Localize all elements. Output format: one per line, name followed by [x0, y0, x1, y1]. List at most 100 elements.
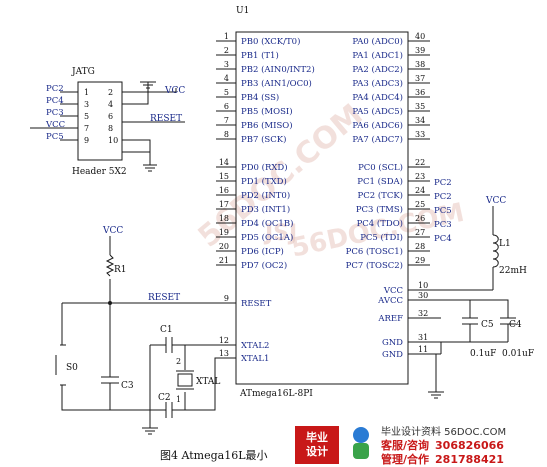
chip-pin-name: PD3 (INT1)	[241, 204, 290, 215]
jtag-net-label: PC2	[46, 84, 64, 94]
jtag-pin-number: 2	[108, 88, 113, 97]
chip-pin-name: PC5 (TDI)	[360, 232, 403, 243]
chip-pin-number: 18	[219, 214, 229, 223]
avcc-wire	[441, 299, 509, 318]
l1-label: L1	[499, 239, 511, 249]
figure-caption: 图4 Atmega16L最小	[160, 449, 268, 462]
xtal-plates	[176, 370, 194, 390]
chip-pin-name: RESET	[241, 299, 272, 309]
chip-pin-name: PB4 (SS)	[241, 92, 279, 103]
chip-pin-number: 28	[415, 242, 425, 251]
badge-line-1: 毕业	[306, 431, 328, 444]
jtag-vcc-label: VCC	[164, 86, 185, 96]
chip-pin-name: GND	[382, 350, 403, 360]
jtag-footer: Header 5X2	[72, 167, 127, 177]
chip-pin-number: 1	[224, 32, 229, 41]
chip-pin-number: 2	[224, 46, 229, 55]
gnd-pin-wire	[441, 324, 509, 343]
chip-pin-name: PA5 (ADC5)	[352, 106, 403, 117]
chip-pin-number: 19	[219, 228, 229, 237]
chip-pin-name: PD4 (OC1B)	[241, 218, 293, 229]
footer-service-key: 客服/咨询	[381, 439, 430, 452]
chip-pin-number: 14	[219, 158, 229, 167]
chip-pin-name: PB0 (XCK/T0)	[241, 36, 300, 47]
r1-label: R1	[114, 265, 127, 275]
jtag-top-gnd-icon	[140, 81, 156, 89]
chip-pin-name: PC7 (TOSC2)	[346, 260, 403, 271]
c5-label: C5	[481, 320, 494, 330]
jtag-pin-number: 10	[108, 136, 118, 145]
r1-resistor	[105, 254, 115, 277]
pc-net-label: PC3	[434, 220, 452, 230]
chip-pin-number: 21	[219, 256, 229, 265]
c5-value: 0.1uF	[470, 349, 496, 359]
vcc-r1-label: VCC	[102, 226, 123, 236]
chip-designator: U1	[236, 6, 249, 16]
chip-pin-number: 3	[224, 60, 229, 69]
c4-label: C4	[509, 320, 522, 330]
chip-pin-number: 22	[415, 158, 425, 167]
chip-pin-name: PB7 (SCK)	[241, 134, 286, 145]
chip-pin-number: 10	[418, 281, 428, 290]
chip-body	[235, 31, 409, 385]
jtag-pin-number: 1	[84, 88, 89, 97]
chip-left-pins: 1 PB0 (XCK/T0) 2 PB1 (T1) 3 PB2 (AIN0/INT2) 4P…	[216, 32, 315, 271]
chip-pin-name: GND	[382, 338, 403, 348]
chip-pin-name: XTAL1	[241, 354, 269, 364]
xtal-pin-2: 2	[176, 357, 181, 366]
chip-pin-number: 38	[415, 60, 425, 69]
mascot-icon	[353, 427, 369, 459]
chip-pin-name: PA2 (ADC2)	[352, 64, 403, 75]
chip-pin-name: PA6 (ADC6)	[352, 120, 403, 131]
jtag-pin-number: 5	[84, 112, 89, 121]
pc-net-label: PC4	[434, 234, 452, 244]
jtag-vcc-wire	[122, 88, 177, 93]
watermark-text-3: JSJ	[263, 221, 297, 246]
jtag-header-body	[77, 81, 123, 161]
chip-pin-name: PB1 (T1)	[241, 50, 279, 61]
footer-manage-value: 281788421	[435, 453, 504, 466]
c1-label: C1	[160, 325, 173, 335]
chip-pin-name: PB2 (AIN0/INT2)	[241, 64, 315, 75]
jtag-pin-number: 4	[108, 100, 113, 109]
chip-pin-number: 4	[224, 74, 229, 83]
chip-part-number: ATmega16L-8PI	[239, 389, 313, 399]
gnd11-wire	[435, 353, 441, 392]
gnd11-icon	[428, 391, 444, 399]
l1-value: 22mH	[499, 266, 527, 276]
jtag-pin-number: 6	[108, 112, 113, 121]
chip-pin-name: PB6 (MISO)	[241, 120, 293, 131]
chip-pin-number: 7	[224, 116, 229, 125]
chip-pin-name: PC3 (TMS)	[356, 204, 403, 215]
jtag-net-label: PC4	[46, 96, 64, 106]
jtag-pin-number: 9	[84, 136, 89, 145]
xtal-label: XTAL	[196, 377, 220, 387]
switch-label: S0	[66, 363, 78, 373]
c1-capacitor	[165, 337, 173, 353]
chip-pin-name: PD2 (INT0)	[241, 190, 290, 201]
jtag-net-label: PC3	[46, 108, 64, 118]
chip-pin-number: 39	[415, 46, 425, 55]
chip-pin-name: AVCC	[377, 296, 403, 306]
chip-pin-name: PA0 (ADC0)	[352, 36, 403, 47]
chip-pin-number: 15	[219, 172, 229, 181]
chip-pin-name: PC6 (TOSC1)	[346, 246, 403, 257]
chip-pin-name: PD5 (OC1A)	[241, 232, 293, 243]
chip-pin-number: 8	[224, 130, 229, 139]
chip-pin-name: PA1 (ADC1)	[352, 50, 403, 61]
jtag-reset-label: RESET	[150, 114, 182, 124]
chip-pin-number: 9	[224, 294, 229, 303]
chip-pin-number: 29	[415, 256, 425, 265]
jtag-gnd-wire	[122, 82, 149, 105]
c4-value: 0.01uF	[502, 349, 534, 359]
chip-pin-name: XTAL2	[241, 341, 269, 351]
jtag-pin-number: 3	[84, 100, 89, 109]
chip-pin-name: PD1 (TXD)	[241, 176, 287, 187]
chip-pin-number: 24	[415, 186, 425, 195]
chip-pin-name: AREF	[377, 314, 403, 324]
